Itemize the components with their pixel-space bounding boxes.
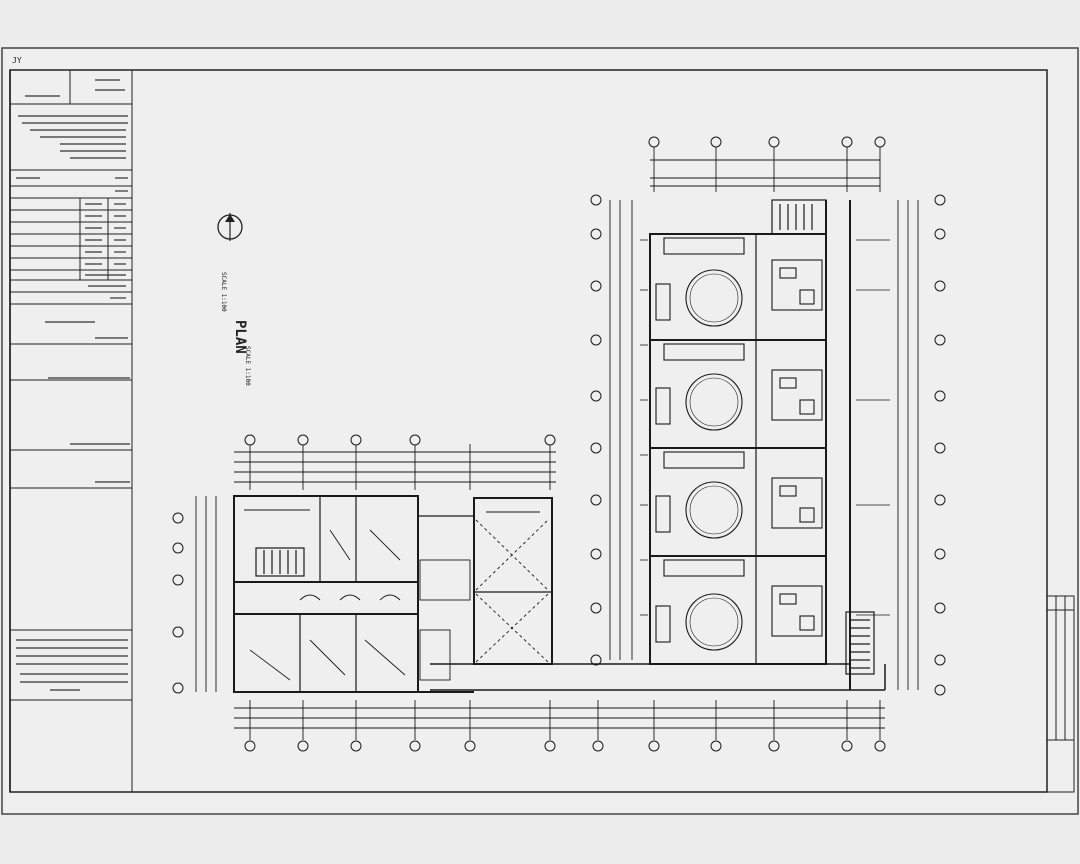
dimension-lines-left-top [234,444,556,490]
left-wing [233,495,553,693]
title-block-text-marks [16,79,130,691]
north-arrow-icon [217,213,243,241]
facade-ticks [640,239,890,616]
plan-subtitle: SCALE 1:100 [244,346,251,386]
room-modules [655,237,823,651]
plan-scale: SCALE 1:100 [220,272,227,312]
left-wing-details [244,509,549,681]
dimension-lines-left-side [195,200,919,692]
dimension-lines-right-top [650,142,881,192]
plan-title: PLAN [232,320,248,354]
paper [1,47,1079,815]
floor-plan [172,136,946,752]
revision-strip [1046,595,1075,793]
right-wing [649,200,851,690]
stair-towers [255,199,875,675]
grid-bubbles [172,136,946,752]
title-block [9,69,133,793]
sheet-corner-label: JY [12,56,22,65]
dimension-lines-bottom [234,700,885,740]
